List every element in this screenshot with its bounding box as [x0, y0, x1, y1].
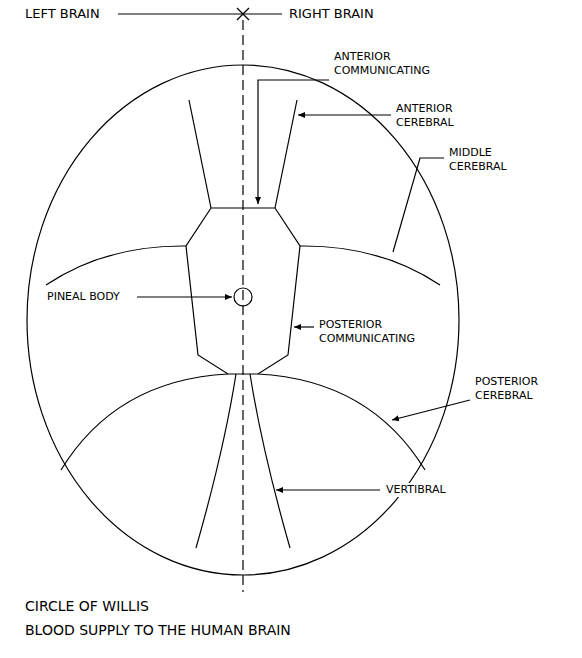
posterior-cerebral-artery [258, 374, 425, 470]
leader-line [294, 326, 314, 327]
artery-label: VERTIBRAL [385, 483, 447, 497]
anterior-cerebral-artery [275, 100, 297, 208]
diagram-caption: BLOOD SUPPLY TO THE HUMAN BRAIN [24, 622, 292, 640]
leader-line [392, 400, 470, 420]
structure-label: PINEAL BODY [46, 290, 121, 304]
divider-line [118, 13, 282, 14]
leader-line [393, 158, 444, 252]
vertebral-artery [196, 374, 236, 548]
vertebral-artery [250, 374, 290, 548]
middle-cerebral-artery [300, 246, 440, 285]
divider-cross [237, 8, 249, 20]
leader-line [258, 80, 329, 204]
leader-line [137, 296, 232, 297]
diagram-title: CIRCLE OF WILLIS [24, 598, 150, 616]
artery-label: ANTERIOR COMMUNICATING [333, 50, 431, 78]
divider-cross [237, 8, 249, 20]
leader-line [298, 114, 391, 115]
artery-label: POSTERIOR COMMUNICATING [318, 318, 416, 346]
artery-label: MIDDLE CEREBRAL [448, 146, 508, 174]
head-outline [27, 65, 459, 575]
circle-of-willis [186, 208, 300, 374]
leader-line [276, 489, 380, 490]
middle-cerebral-artery [46, 246, 186, 285]
artery-label: ANTERIOR CEREBRAL [395, 102, 455, 130]
side-label: RIGHT BRAIN [288, 6, 375, 22]
artery-label: POSTERIOR CEREBRAL [474, 375, 539, 403]
posterior-cerebral-artery [61, 374, 228, 470]
pineal-body [234, 288, 252, 306]
side-label: LEFT BRAIN [24, 6, 101, 22]
anterior-cerebral-artery [189, 100, 211, 208]
